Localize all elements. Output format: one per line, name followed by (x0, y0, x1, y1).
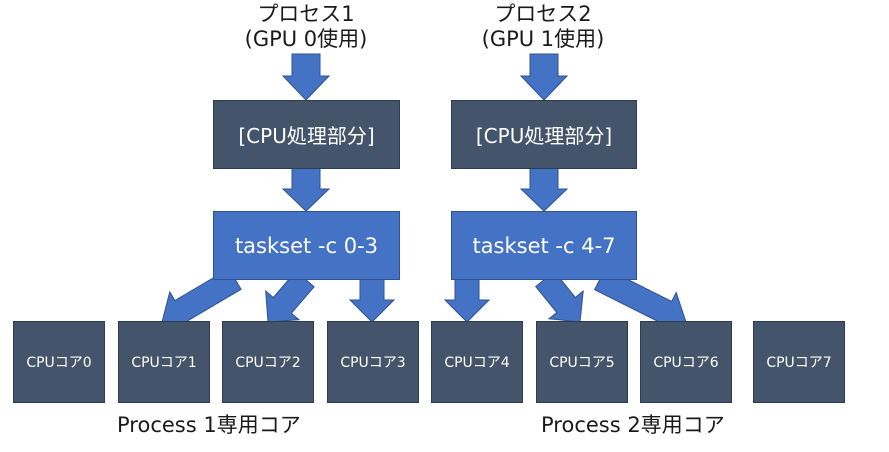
process-2-title: プロセス2 (GPU 1使用) (433, 2, 653, 52)
cpu-core-label: CPUコア0 (26, 355, 92, 371)
cpu-core-7: CPUコア7 (753, 321, 845, 403)
arrow-down-icon (281, 167, 331, 212)
process-1-gpu: (GPU 0使用) (244, 27, 368, 51)
process-1-name: プロセス1 (257, 2, 355, 26)
process-2-taskset-label: taskset -c 4-7 (472, 233, 616, 258)
cpu-core-label: CPUコア1 (131, 355, 197, 371)
process-2-gpu: (GPU 1使用) (481, 27, 605, 51)
arrow-to-core-3-icon (348, 278, 396, 323)
arrow-to-core-4-icon (443, 278, 491, 323)
process-1-taskset-label: taskset -c 0-3 (234, 233, 379, 258)
cpu-core-label: CPUコア5 (549, 355, 615, 371)
arrow-down-icon (519, 53, 569, 101)
cpu-core-3: CPUコア3 (327, 321, 419, 403)
cpu-core-1: CPUコア1 (118, 321, 210, 403)
process-2-taskset: taskset -c 4-7 (451, 211, 637, 280)
process-1-core-group-label: Process 1専用コア (117, 413, 301, 437)
process-2-core-group-label: Process 2専用コア (541, 413, 725, 437)
cpu-core-0: CPUコア0 (13, 321, 105, 403)
cpu-core-label: CPUコア4 (444, 355, 510, 371)
process-2-cpu-section-label: [CPU処理部分] (475, 124, 613, 148)
cpu-core-5: CPUコア5 (536, 321, 628, 403)
process-2-cpu-section: [CPU処理部分] (451, 100, 637, 169)
cpu-core-label: CPUコア3 (340, 355, 406, 371)
process-1-title: プロセス1 (GPU 0使用) (196, 2, 416, 52)
cpu-core-label: CPUコア2 (235, 355, 301, 371)
process-1-taskset: taskset -c 0-3 (213, 211, 400, 280)
cpu-core-2: CPUコア2 (222, 321, 314, 403)
process-2-name: プロセス2 (494, 2, 592, 26)
process-1-cpu-section-label: [CPU処理部分] (238, 124, 375, 148)
arrow-down-icon (281, 53, 331, 101)
cpu-core-4: CPUコア4 (431, 321, 523, 403)
process-1-cpu-section: [CPU処理部分] (213, 100, 400, 169)
arrow-to-core-2-icon (265, 270, 315, 323)
cpu-core-label: CPUコア7 (766, 355, 832, 371)
cpu-core-label: CPUコア6 (653, 355, 719, 371)
arrow-down-icon (519, 167, 569, 212)
cpu-core-6: CPUコア6 (640, 321, 732, 403)
